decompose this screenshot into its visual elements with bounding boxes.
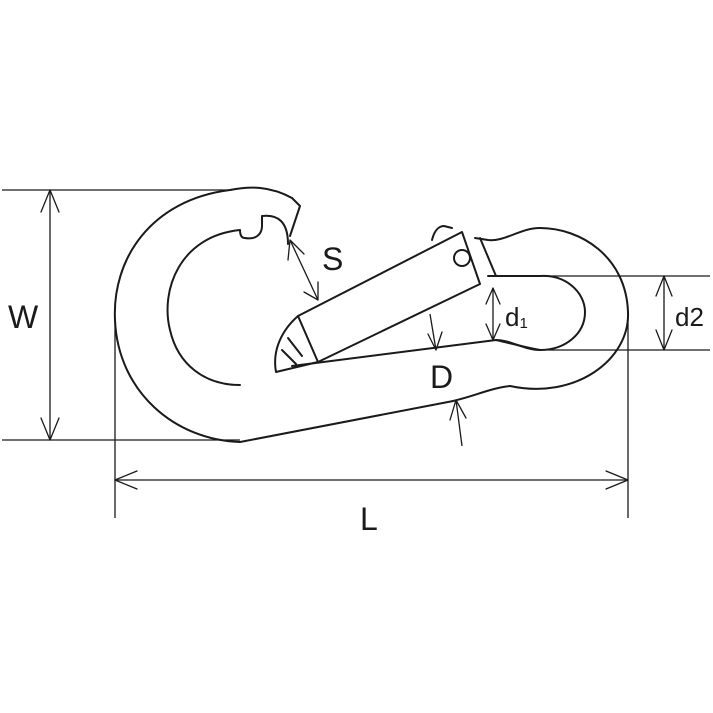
d2-label-sub: 2: [689, 302, 703, 332]
dimension-w: W: [2, 189, 240, 441]
d2-label: d2: [675, 302, 704, 332]
dimension-d: D: [427, 313, 467, 447]
l-arrow-left: [114, 470, 138, 490]
d2-arrow-bottom: [655, 329, 673, 351]
d-arrow-shaft-bottom: [455, 399, 463, 447]
d1-arrow-top: [485, 287, 501, 305]
d-arrow-shaft-top: [429, 313, 437, 351]
hook-outer-contour: [113, 186, 630, 443]
dimension-s: S: [287, 239, 343, 301]
d1-label-base: d: [505, 302, 519, 332]
gate-rivet: [453, 249, 471, 267]
gate-tip-detail: [281, 337, 303, 365]
s-label: S: [322, 241, 343, 277]
snap-hook-body: [113, 186, 630, 443]
d2-label-base: d: [675, 302, 689, 332]
gate-hinge: [479, 237, 497, 277]
spring-gate: [274, 225, 481, 373]
w-arrow-top: [40, 189, 60, 213]
gate-tab: [431, 225, 453, 241]
d-arrow-top: [427, 331, 443, 351]
w-label: W: [8, 299, 39, 335]
dimension-d1: d1: [485, 287, 528, 341]
gate-tip: [274, 315, 319, 373]
d1-label: d1: [505, 302, 528, 332]
hook-nose: [289, 197, 301, 237]
s-dimension-line: [289, 239, 319, 301]
d-arrow-bottom: [449, 399, 467, 421]
eye-hole: [495, 274, 586, 351]
d2-arrow-top: [655, 275, 673, 297]
d1-arrow-bottom: [485, 323, 501, 341]
gate-bar: [297, 231, 481, 363]
w-arrow-bottom: [40, 417, 60, 441]
dimension-d2: d2: [540, 275, 710, 351]
d1-label-sub: 1: [519, 315, 527, 332]
s-arrow-top: [287, 239, 305, 261]
hook-inner-contour: [166, 214, 289, 386]
l-arrow-right: [605, 470, 629, 490]
dimension-l: L: [114, 312, 629, 537]
l-label: L: [360, 501, 378, 537]
d-label: D: [430, 359, 453, 395]
s-arrow-bottom: [303, 281, 319, 301]
